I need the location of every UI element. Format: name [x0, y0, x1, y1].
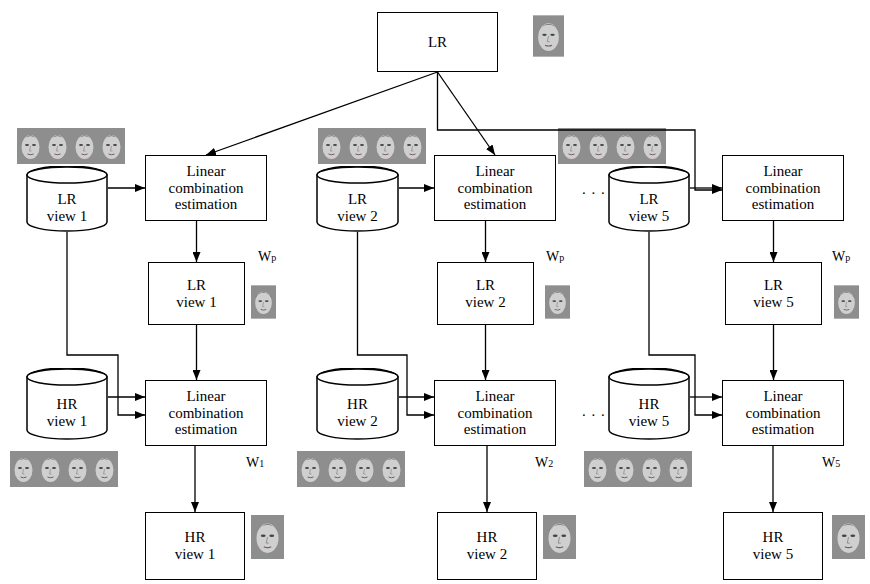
- weight-label: W2: [535, 456, 553, 470]
- view-box: LR view 1: [148, 262, 245, 325]
- node-text: LR view 5: [624, 191, 674, 225]
- database-cylinder: LR view 5: [608, 166, 690, 232]
- flow-arrow: [486, 446, 487, 512]
- ellipsis-mark: . . .: [582, 404, 606, 419]
- database-cylinder: LR view 2: [316, 166, 399, 232]
- database-cylinder: HR view 5: [608, 368, 690, 440]
- node-text: Linear combination estimation: [156, 388, 256, 438]
- estimation-box: Linear combination estimation: [434, 155, 556, 221]
- node-text: HR view 2: [333, 396, 383, 430]
- node-text: Linear combination estimation: [445, 388, 545, 438]
- node-text: Linear combination estimation: [733, 388, 833, 438]
- node-text: LR view 5: [749, 277, 799, 311]
- node-text: LR view 1: [42, 191, 92, 225]
- flow-arrow: [108, 396, 145, 397]
- view-box: HR view 2: [437, 512, 537, 580]
- flow-arrow: [206, 72, 438, 155]
- flow-arrow: [196, 221, 197, 262]
- weight-label: W1: [246, 456, 264, 470]
- flow-arrow: [108, 187, 145, 188]
- weight-label: Wp: [258, 250, 276, 264]
- weight-label: Wp: [832, 250, 850, 264]
- node-text: Linear combination estimation: [156, 163, 256, 213]
- flow-arrow: [690, 396, 722, 397]
- node-text: LR view 2: [461, 277, 511, 311]
- flow-arrow: [399, 396, 434, 397]
- flow-arrow: [772, 446, 773, 512]
- ellipsis-mark: . . .: [582, 182, 606, 197]
- flow-arrow: [773, 325, 774, 380]
- flow-arrow: [690, 187, 722, 188]
- flow-arrow: [438, 72, 496, 155]
- database-cylinder: HR view 1: [26, 368, 108, 440]
- database-cylinder: LR view 1: [26, 166, 108, 232]
- estimation-box: Linear combination estimation: [722, 155, 844, 221]
- estimation-box: Linear combination estimation: [145, 155, 267, 221]
- flow-arrow: [485, 221, 486, 262]
- node-text: HR view 5: [624, 396, 674, 430]
- view-box: LR view 5: [725, 262, 822, 325]
- flow-arrow: [485, 325, 486, 380]
- node-text: HR view 5: [748, 529, 798, 563]
- estimation-box: Linear combination estimation: [434, 380, 556, 446]
- node-text: LR view 1: [172, 277, 222, 311]
- flow-arrow: [196, 325, 197, 380]
- flow-arrow: [399, 187, 434, 188]
- input-box: LR: [377, 12, 498, 72]
- flow-arrow: [194, 446, 195, 512]
- node-text: Linear combination estimation: [733, 163, 833, 213]
- node-text: HR view 2: [462, 529, 512, 563]
- weight-label: W5: [822, 456, 840, 470]
- node-text: HR view 1: [170, 529, 220, 563]
- view-box: LR view 2: [437, 262, 534, 325]
- estimation-box: Linear combination estimation: [722, 380, 844, 446]
- node-text: HR view 1: [42, 396, 92, 430]
- database-cylinder: HR view 2: [316, 368, 399, 440]
- flow-arrow: [773, 221, 774, 262]
- node-text: LR view 2: [333, 191, 383, 225]
- estimation-box: Linear combination estimation: [145, 380, 267, 446]
- node-text: Linear combination estimation: [445, 163, 545, 213]
- view-box: HR view 5: [723, 512, 823, 580]
- weight-label: Wp: [546, 250, 564, 264]
- view-box: HR view 1: [145, 512, 245, 580]
- node-text: LR: [428, 34, 447, 51]
